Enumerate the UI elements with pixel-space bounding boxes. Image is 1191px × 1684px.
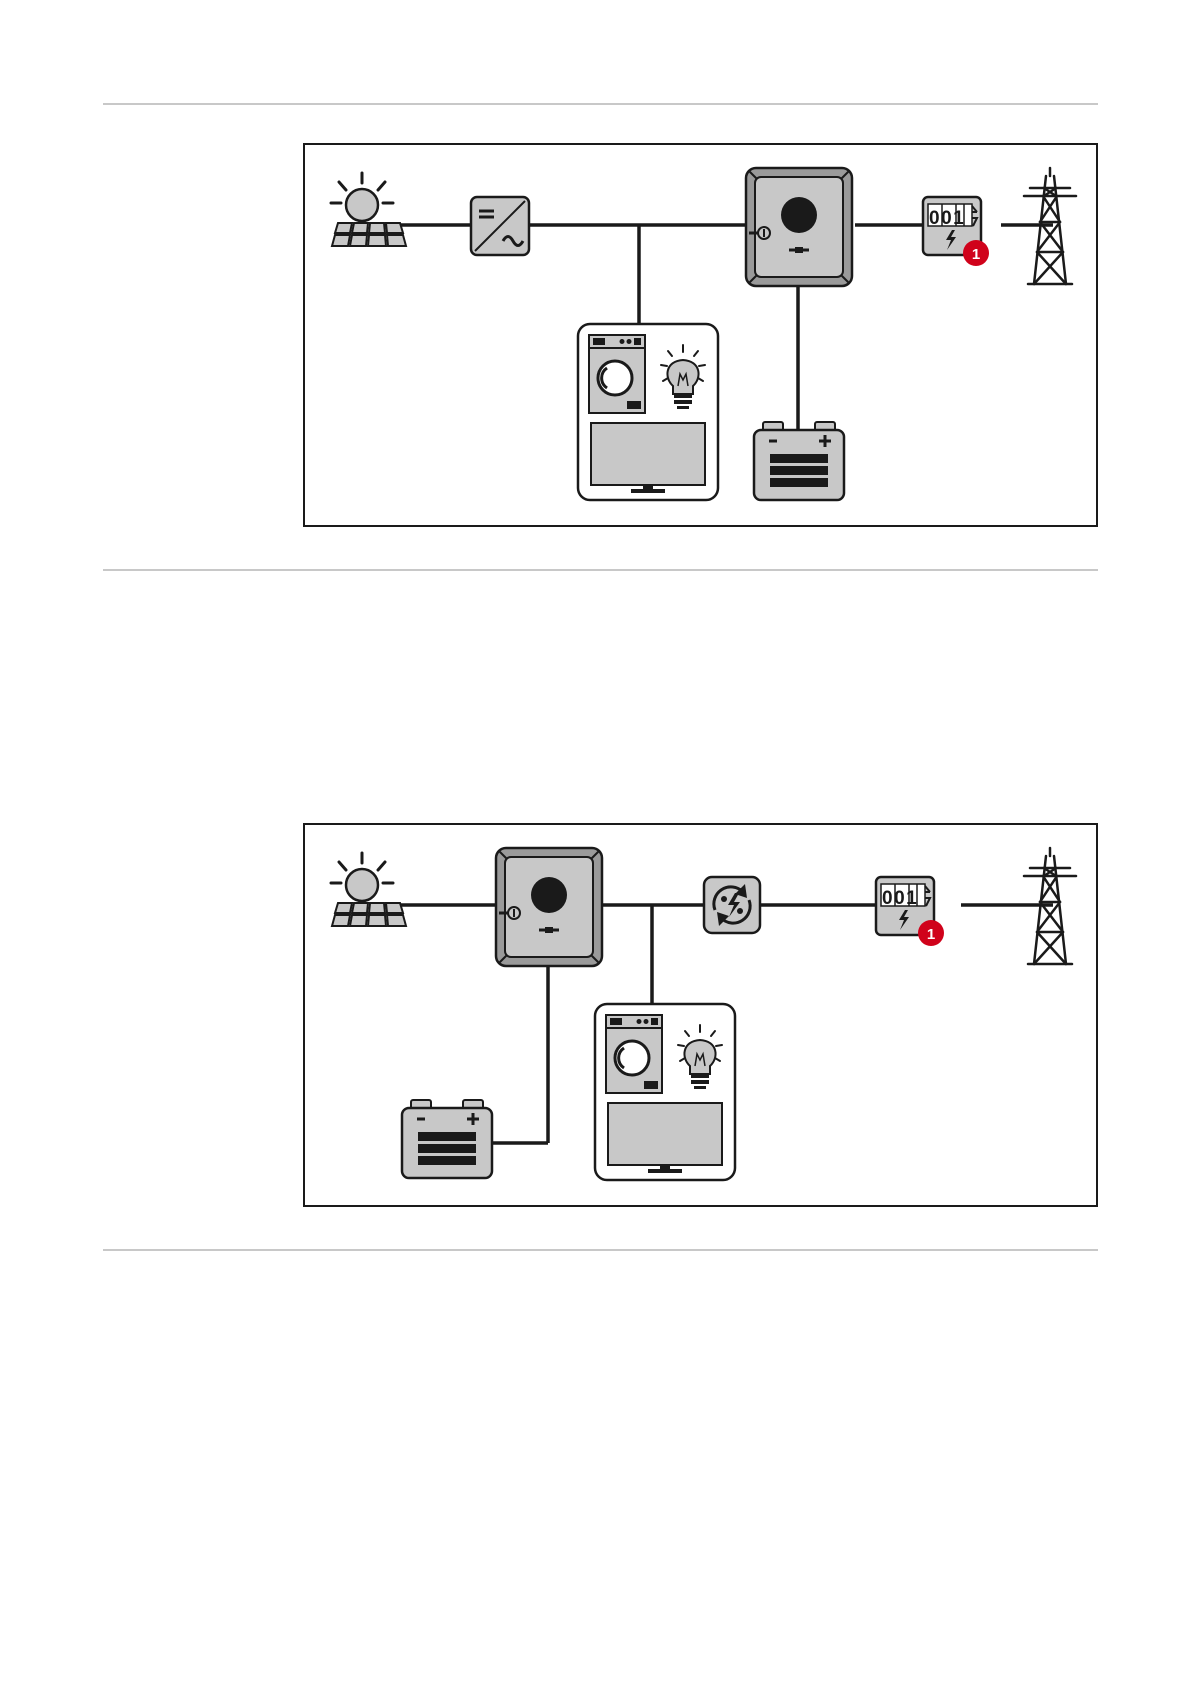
meter-badge-label: 1 bbox=[972, 246, 980, 263]
separator-rule-middle bbox=[103, 569, 1098, 571]
consumers-icon bbox=[595, 1004, 735, 1180]
inverter-icon bbox=[471, 197, 529, 255]
energy-meter-icon: 001 1 bbox=[923, 197, 989, 266]
backup-switch-icon bbox=[704, 877, 760, 933]
hybrid-inverter-icon bbox=[496, 848, 602, 966]
meter-badge-label: 1 bbox=[927, 926, 935, 943]
separator-rule-top bbox=[103, 103, 1098, 105]
battery-icon bbox=[754, 422, 844, 500]
system-diagram-1: 001 1 bbox=[303, 143, 1098, 527]
meter-reading: 001 bbox=[929, 208, 965, 229]
solar-panel-icon bbox=[331, 173, 406, 246]
battery-icon bbox=[402, 1100, 492, 1178]
meter-reading: 001 bbox=[882, 888, 918, 909]
separator-rule-bottom bbox=[103, 1249, 1098, 1251]
consumers-icon bbox=[578, 324, 718, 500]
solar-panel-icon bbox=[331, 853, 406, 926]
system-diagram-2: 001 1 bbox=[303, 823, 1098, 1207]
hybrid-inverter-icon bbox=[746, 168, 852, 286]
energy-meter-icon: 001 1 bbox=[876, 877, 944, 946]
